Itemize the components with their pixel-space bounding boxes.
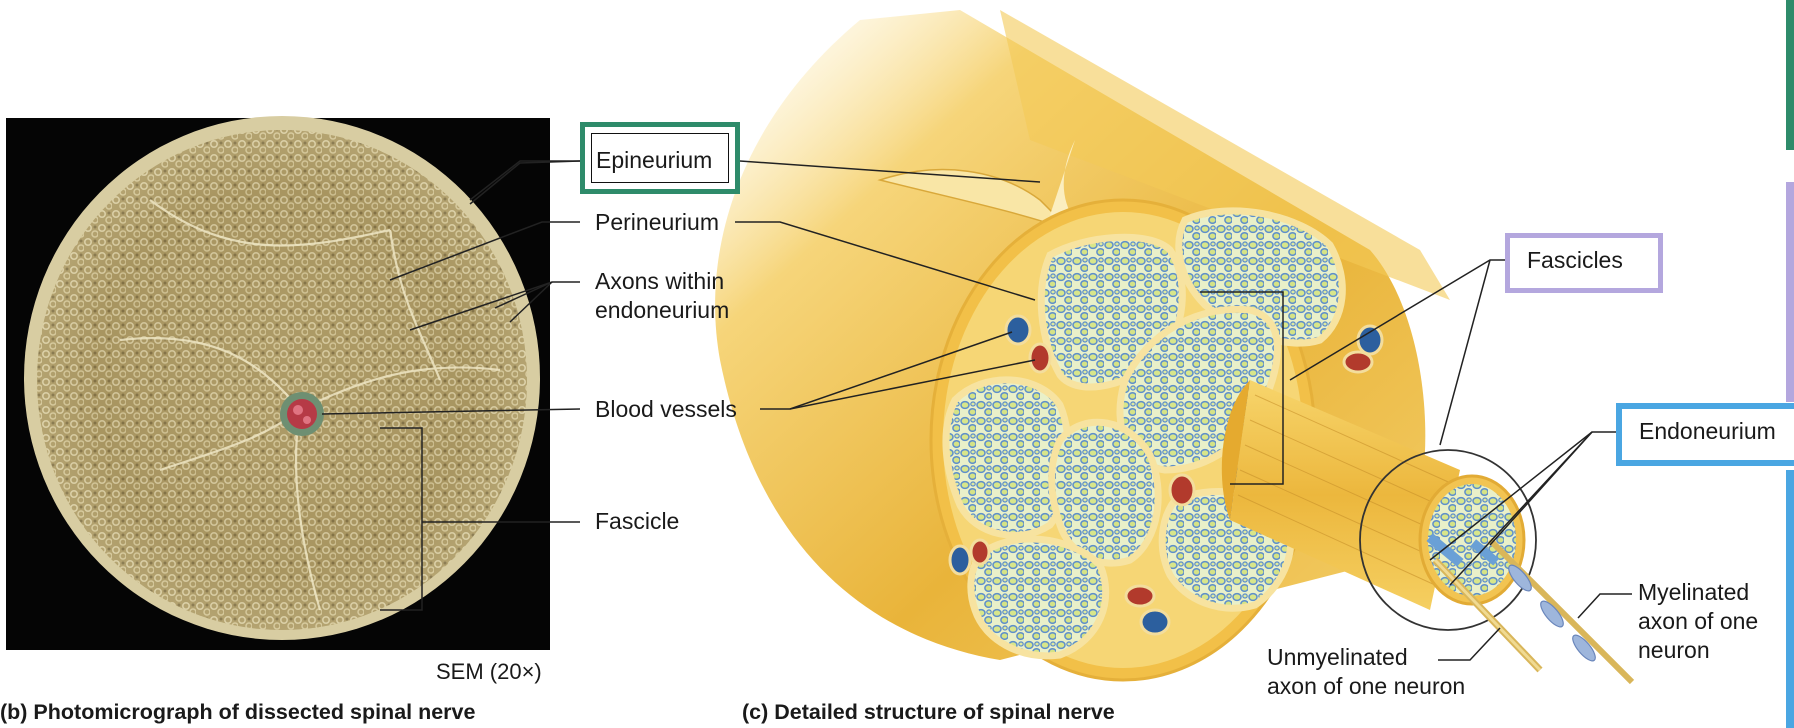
label-fascicle: Fascicle xyxy=(595,507,679,536)
right-edge-blue-bar xyxy=(1786,470,1794,728)
right-edge-teal-bar xyxy=(1786,0,1794,150)
label-sem-magnification: SEM (20×) xyxy=(436,657,542,686)
label-blood-vessels: Blood vessels xyxy=(595,395,737,424)
fascicle-bottom-left xyxy=(971,539,1106,656)
fascicle-left xyxy=(946,380,1069,536)
label-myelinated-axon: Myelinated axon of one neuron xyxy=(1638,578,1758,665)
right-edge-purple-bar xyxy=(1786,182,1794,402)
label-endoneurium: Endoneurium xyxy=(1639,417,1776,446)
label-perineurium: Perineurium xyxy=(595,208,719,237)
label-axons-within-endoneurium: Axons within endoneurium xyxy=(595,267,729,325)
caption-b: (b) Photomicrograph of dissected spinal … xyxy=(0,700,475,725)
label-fascicles: Fascicles xyxy=(1527,246,1623,275)
label-unmyelinated-axon: Unmyelinated axon of one neuron xyxy=(1267,643,1465,701)
sem-blood-vessel xyxy=(287,399,317,429)
myelinated-axon xyxy=(1490,540,1632,682)
caption-c: (c) Detailed structure of spinal nerve xyxy=(742,700,1115,725)
label-epineurium: Epineurium xyxy=(596,146,712,175)
